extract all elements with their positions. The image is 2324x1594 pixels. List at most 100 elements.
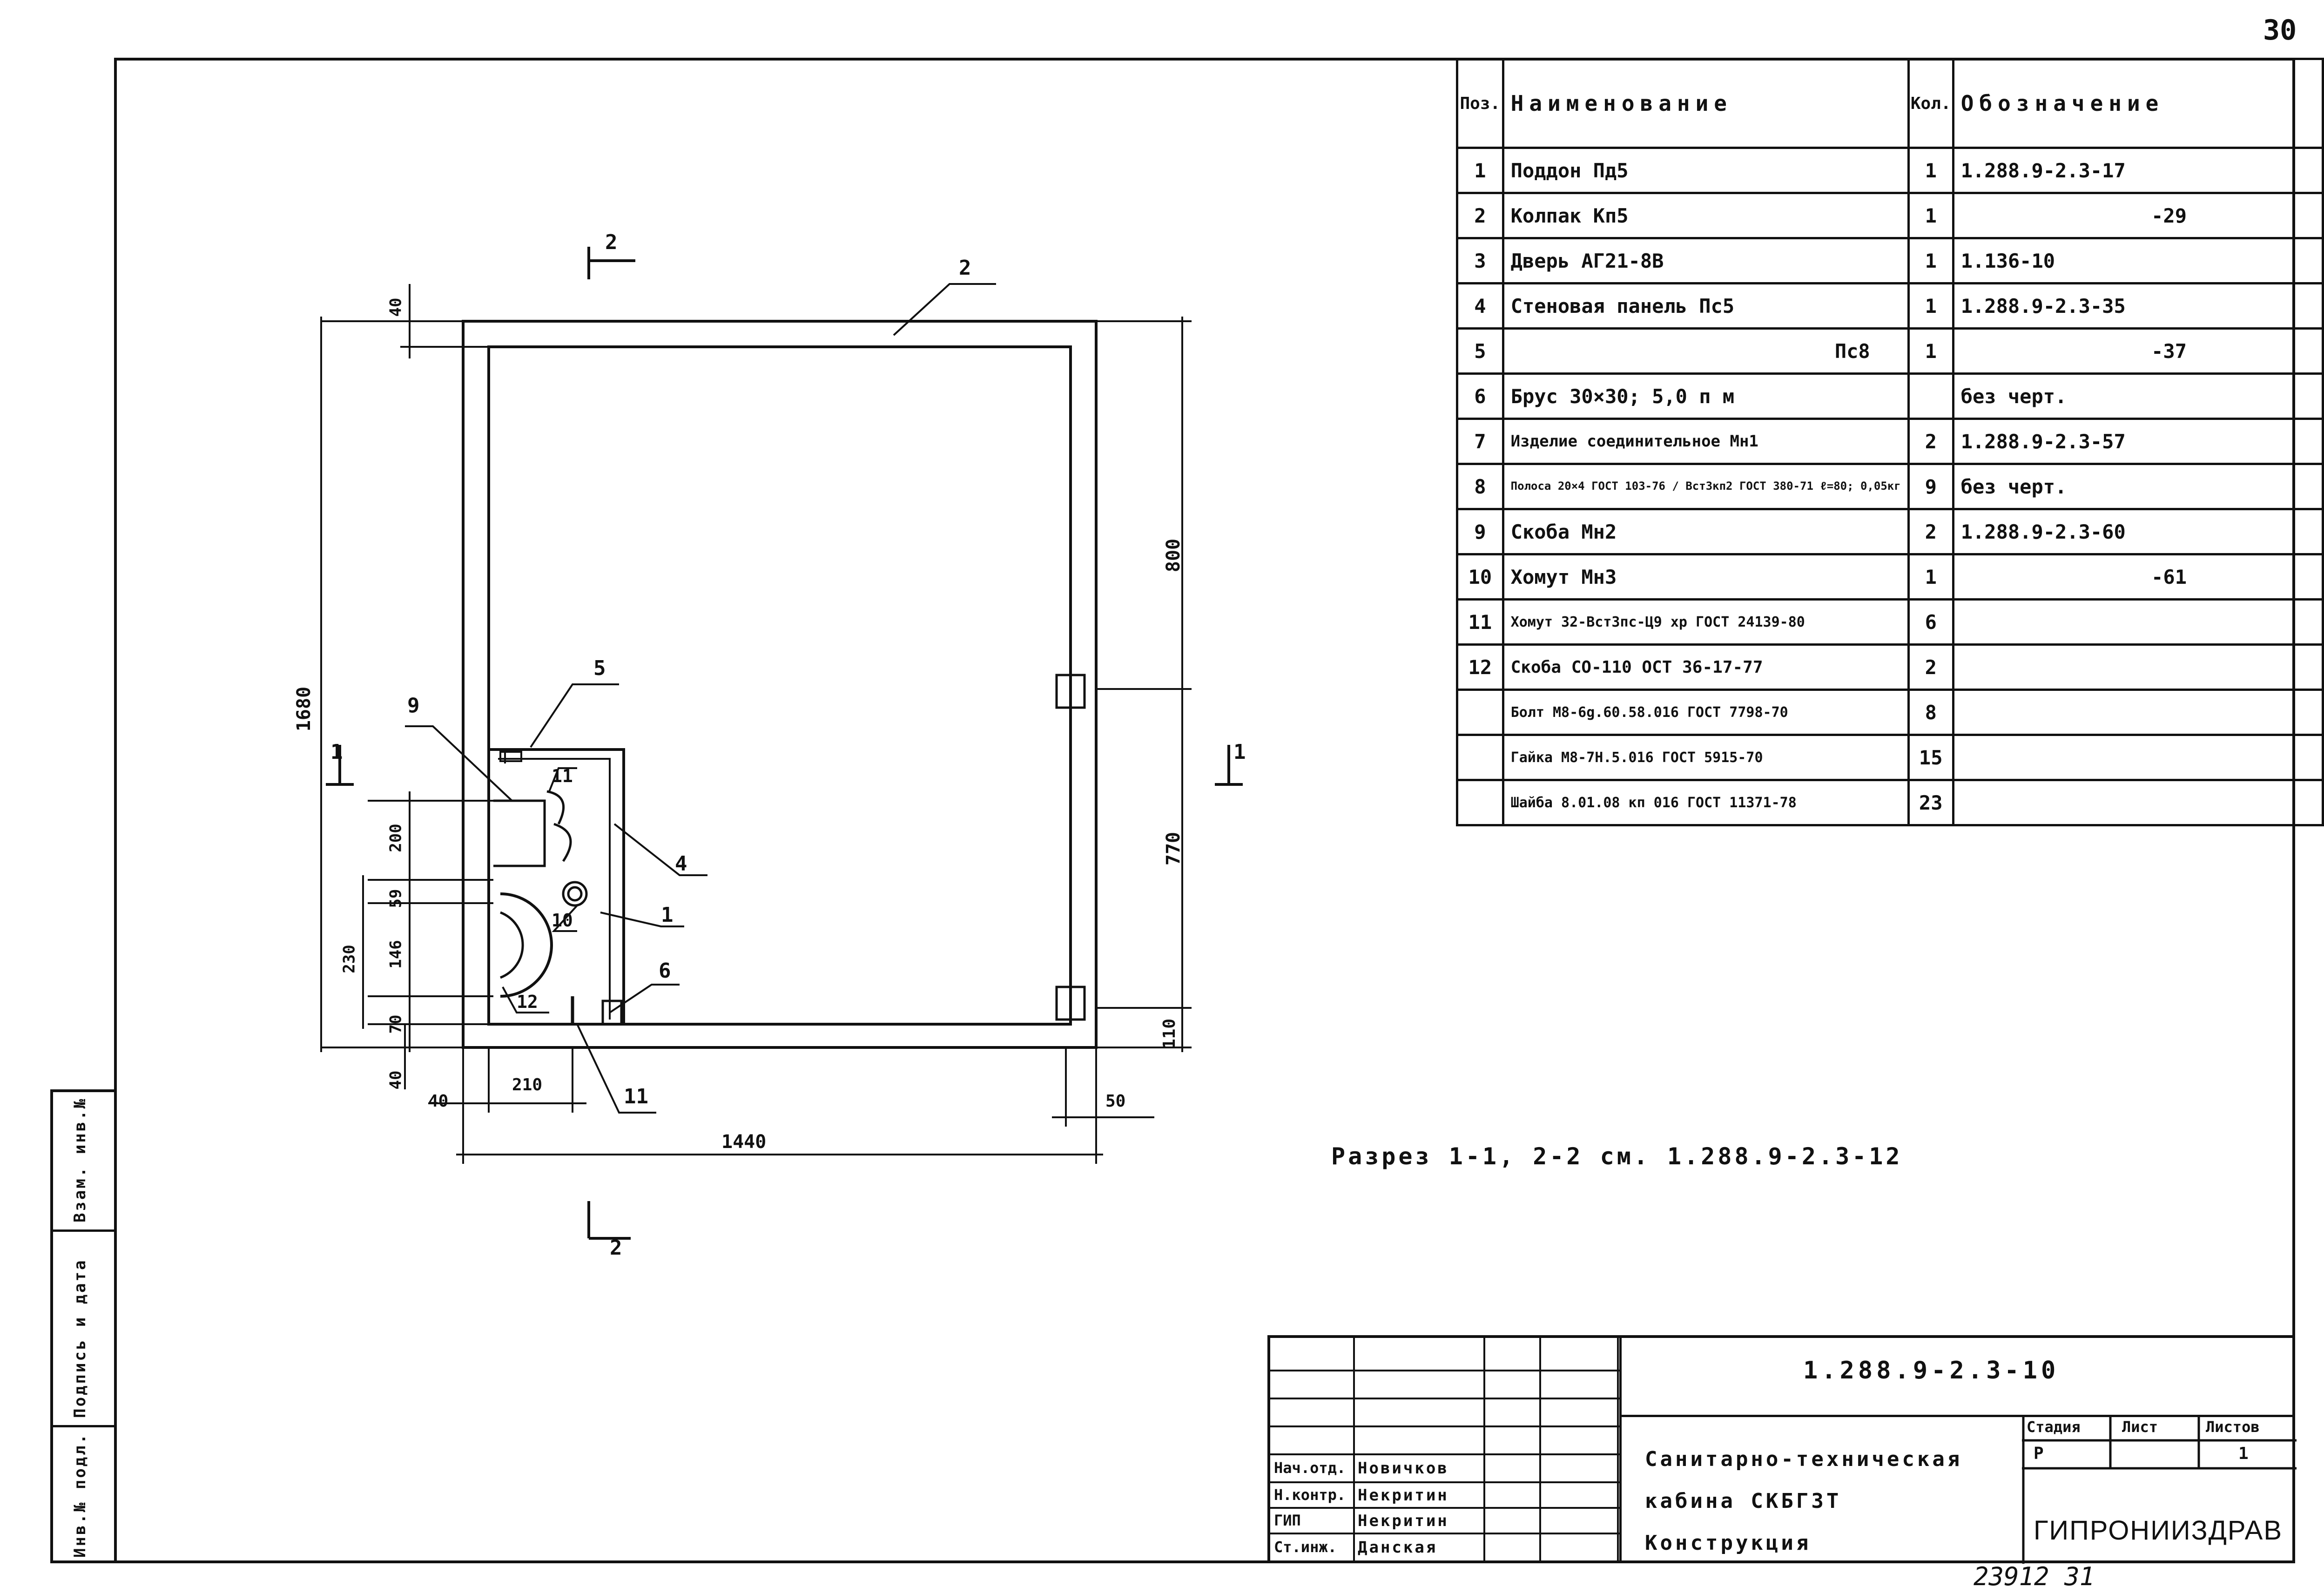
cell-name: Хомут 32-Вст3пс-Ц9 хр ГОСТ 24139-80: [1502, 598, 1910, 646]
cell-designation: 1.288.9-2.3-60: [1952, 508, 2324, 555]
cell-pos: 4: [1456, 282, 1504, 330]
cell-pos: 2: [1456, 192, 1504, 239]
cell-designation: 1.288.9-2.3-17: [1952, 147, 2324, 194]
dim-200: 200: [386, 824, 405, 852]
dim-40-left: 40: [428, 1092, 449, 1111]
header-pos: Поз.: [1456, 58, 1504, 149]
sig-name-2: Некритин: [1358, 1486, 1449, 1505]
section-mark-1-left: 1: [330, 740, 343, 764]
dim-230: 230: [340, 945, 359, 973]
cell-name: Поддон Пд5: [1502, 147, 1910, 194]
signature-grid: [1270, 1338, 1619, 1563]
pos-label-4: 4: [675, 852, 687, 876]
cell-qty: 23: [1907, 779, 1954, 826]
technical-zone-outline: [489, 748, 625, 1024]
section-marks: [326, 247, 1243, 1240]
stamp-cell-exchange: Взам. инв.№: [53, 1092, 114, 1232]
cell-pos: 7: [1456, 418, 1504, 465]
cell-qty: 2: [1907, 643, 1954, 691]
sheets-header: Листов: [2206, 1418, 2260, 1436]
pos-label-11-top: 11: [552, 766, 573, 786]
cell-qty: 1: [1907, 237, 1954, 284]
stage-grid: [2022, 1415, 2297, 1564]
stamp-cell-signature: Подпись и дата: [53, 1232, 114, 1427]
header-name: Наименование: [1502, 58, 1910, 149]
pos-label-6: 6: [659, 959, 671, 983]
dim-1440: 1440: [721, 1131, 767, 1153]
cell-designation: -29: [1952, 192, 2324, 239]
sig-name-3: Некритин: [1358, 1512, 1449, 1530]
page-number: 30: [2263, 14, 2297, 47]
header-qty: Кол.: [1907, 58, 1954, 149]
cell-qty: 2: [1907, 418, 1954, 465]
stamp-label-inventory: Инв.№ подл.: [71, 1432, 89, 1558]
cell-name: Скоба СО-110 ОСТ 36-17-77: [1502, 643, 1910, 691]
cell-pos: 9: [1456, 508, 1504, 555]
cell-name: Шайба 8.01.08 кп 016 ГОСТ 11371-78: [1502, 779, 1910, 826]
spec-header-row: Поз. Наименование Кол. Обозначение: [1456, 58, 2324, 149]
section-mark-2-top: 2: [605, 230, 618, 254]
leader-lines: [405, 283, 996, 1114]
dim-40-bottom: 40: [386, 1070, 405, 1090]
cell-designation: [1952, 643, 2324, 691]
cell-pos: 12: [1456, 643, 1504, 691]
title-block: Нач.отд. Новичков Н.контр. Некритин ГИП …: [1267, 1335, 2297, 1564]
cell-name: Болт М8-6g.60.58.016 ГОСТ 7798-70: [1502, 689, 1910, 736]
header-designation: Обозначение: [1952, 58, 2324, 149]
cell-pos: 1: [1456, 147, 1504, 194]
cell-designation: [1952, 779, 2324, 826]
cell-pos: 6: [1456, 372, 1504, 420]
cell-qty: [1907, 372, 1954, 420]
cell-pos: [1456, 689, 1504, 736]
cell-designation: -37: [1952, 327, 2324, 375]
pos-label-10: 10: [552, 910, 573, 931]
plan-drawing: [320, 247, 1243, 1240]
organization-name: ГИПРОНИИЗДРАВ: [2034, 1515, 2283, 1546]
cell-pos: 11: [1456, 598, 1504, 646]
dim-146: 146: [386, 940, 405, 969]
cell-qty: 1: [1907, 327, 1954, 375]
dim-110: 110: [1160, 1018, 1179, 1049]
dim-50: 50: [1105, 1092, 1126, 1111]
section-mark-1-right: 1: [1233, 740, 1246, 764]
cabin-walls: [462, 320, 1098, 1049]
cell-designation: 1.288.9-2.3-35: [1952, 282, 2324, 330]
stage-value: Р: [2034, 1444, 2044, 1463]
section-mark-2-bottom: 2: [610, 1236, 622, 1260]
sig-role-4: Ст.инж.: [1274, 1538, 1337, 1556]
pos-label-5: 5: [593, 656, 606, 680]
sheets-value: 1: [2238, 1444, 2249, 1463]
stamp-cell-inventory: Инв.№ подл.: [53, 1427, 114, 1563]
cell-qty: 1: [1907, 282, 1954, 330]
document-code: 1.288.9-2.3-10: [1803, 1357, 2060, 1385]
cell-pos: 3: [1456, 237, 1504, 284]
cell-designation: [1952, 598, 2324, 646]
cell-designation: без черт.: [1952, 372, 2324, 420]
cell-name: Дверь АГ21-8В: [1502, 237, 1910, 284]
pos-label-11-bottom: 11: [624, 1085, 648, 1108]
title-cell: Санитарно-техническая кабина СКБГ3Т Конс…: [1619, 1415, 2024, 1563]
cell-name: Пс8: [1502, 327, 1910, 375]
cell-name: Скоба Мн2: [1502, 508, 1910, 555]
cell-qty: 8: [1907, 689, 1954, 736]
stage-header: Стадия: [2027, 1418, 2081, 1436]
sheet-header: Лист: [2122, 1418, 2158, 1436]
cell-name: Колпак Кп5: [1502, 192, 1910, 239]
cell-designation: [1952, 734, 2324, 781]
cell-name: Стеновая панель Пс5: [1502, 282, 1910, 330]
cell-name: Изделие соединительное Мн1: [1502, 418, 1910, 465]
